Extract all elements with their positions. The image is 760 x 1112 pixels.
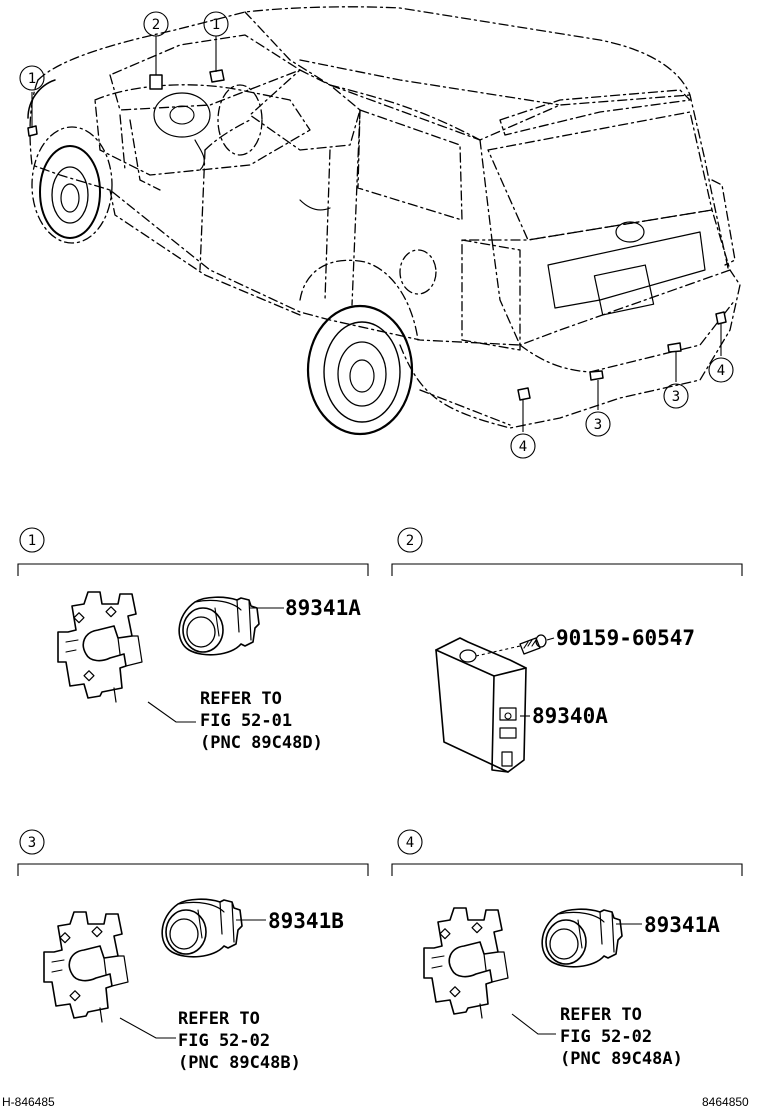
section-3-refer-line-2: FIG 52-02 [178,1031,270,1051]
svg-text:2: 2 [152,17,160,33]
section-4-sensor [541,908,623,968]
svg-text:1: 1 [212,17,220,33]
section-4-bracket-line [391,863,743,876]
section-1-index-circle [19,527,45,553]
callout-1-front: 1 [19,65,45,91]
section-3-refer-line-1: REFER TO [178,1009,260,1029]
section-4-refer-line-2: FIG 52-02 [560,1027,652,1047]
section-4-index-circle [397,829,423,855]
section-2-index: 2 [406,533,414,549]
section-2: 2 90159-60547 89340A [391,527,743,773]
section-3-index: 3 [28,835,36,851]
section-4-refer-line-1: REFER TO [560,1005,642,1025]
section-4-part-number: 89341A [644,913,720,937]
svg-text:1: 1 [28,71,36,87]
callout-2-ecu: 2 [143,11,169,37]
callout-3-right: 3 [663,383,689,409]
callout-1-dash: 1 [203,11,229,37]
section-2-index-circle [397,527,423,553]
section-3-refer-line-3: (PNC 89C48B) [178,1053,301,1073]
callout-4-left: 4 [510,433,536,459]
section-1-refer-line-1: REFER TO [200,689,282,709]
section-3-part-number: 89341B [268,909,344,933]
section-2-ecu-module [435,637,527,773]
sensor-marker-rear-corner-right [715,311,727,325]
section-2-screw-part-number: 90159-60547 [556,626,695,650]
svg-text:3: 3 [594,417,602,433]
svg-text:4: 4 [717,363,725,379]
section-4-refer-line-3: (PNC 89C48A) [560,1049,683,1069]
section-2-part-number: 89340A [532,704,608,728]
section-1-part-number: 89341A [285,596,361,620]
section-2-screw [519,634,547,655]
section-3-mounting-bracket [43,911,129,1023]
section-1-refer-line-3: (PNC 89C48D) [200,733,323,753]
section-4-index: 4 [406,835,414,851]
section-1-index: 1 [28,533,36,549]
section-1-sensor [178,596,260,656]
section-3: 3 89341B REFER TO FIG 52-02 (PNC 89C48B) [17,829,369,1073]
svg-text:4: 4 [519,439,527,455]
callout-4-right: 4 [708,357,734,383]
callout-3-left: 3 [585,411,611,437]
section-3-sensor [161,898,243,958]
sensor-marker-rear-center-right [667,342,682,353]
sensor-marker-dash [209,69,225,83]
sensor-marker-rear-center-left [589,370,604,381]
footer-right-code: 8464850 [702,1095,749,1109]
section-4: 4 89341A REFER TO FIG 52-02 (PNC 89C48A) [391,829,743,1069]
ecu-marker [149,74,163,90]
sensor-marker-rear-corner-left [517,387,531,401]
svg-text:3: 3 [672,389,680,405]
section-1-refer-line-2: FIG 52-01 [200,711,292,731]
section-1-mounting-bracket [57,591,143,703]
section-1: 1 89341A REFER TO FIG 52-01 (PNC 89C48D) [17,527,369,753]
section-3-bracket-line [17,863,369,876]
section-1-bracket-line [17,563,369,576]
section-3-index-circle [19,829,45,855]
sensor-marker-front [27,125,38,137]
section-4-mounting-bracket [423,907,509,1019]
vehicle-illustration: 1 2 1 4 3 3 4 [19,6,741,459]
section-2-bracket-line [391,563,743,576]
footer-left-code: H-846485 [2,1095,55,1109]
